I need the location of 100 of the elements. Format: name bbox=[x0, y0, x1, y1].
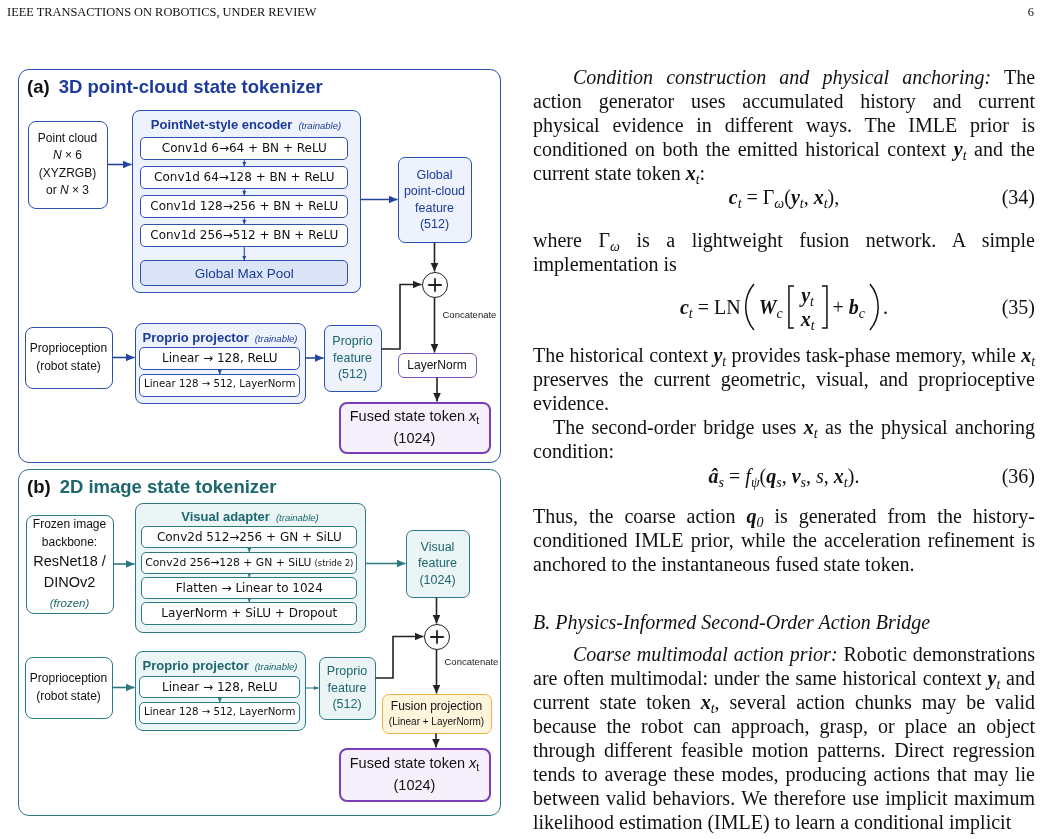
arrow bbox=[217, 369, 222, 375]
module-title: Visual adapter bbox=[181, 508, 270, 524]
arrow bbox=[247, 597, 252, 603]
output-token-box bbox=[338, 401, 491, 454]
circled-plus-symbol bbox=[423, 623, 450, 650]
panel-title: 3D point-cloud state tokenizer bbox=[58, 76, 323, 98]
equation-term: . bbox=[883, 295, 889, 319]
module-title: Proprio projector bbox=[142, 329, 249, 345]
layer-label: Conv1d 6→64 + BN + ReLU bbox=[161, 141, 327, 156]
paragraph: The second-order bridge uses x$_{t}$ as the physical anchoring condition: bbox=[533, 415, 1035, 463]
annotation-label: (trainable) bbox=[254, 332, 298, 344]
equation-term: y$_{t}$ bbox=[801, 283, 814, 307]
equation: c$_{t}$ = Γ$_{ω}$(y$_{t}$, x$_{t}$), bbox=[728, 185, 840, 209]
module-container bbox=[134, 650, 306, 731]
arrow bbox=[374, 632, 425, 679]
layer-box bbox=[140, 224, 349, 248]
layer-box bbox=[139, 347, 301, 371]
feature-label: Visual feature (1024) bbox=[417, 538, 458, 589]
projection-detail: (Linear + LayerNorm) bbox=[388, 714, 485, 729]
arrow bbox=[242, 217, 247, 225]
feature-box bbox=[397, 156, 472, 243]
arrow bbox=[304, 353, 325, 363]
running-header: IEEE TRANSACTIONS ON ROBOTICS, UNDER REVIEW bbox=[7, 4, 317, 20]
feature-label: Proprio feature (512) bbox=[331, 333, 374, 383]
panel-label: (b) bbox=[27, 476, 51, 498]
input-box bbox=[24, 326, 113, 389]
input-label: Frozen image backbone: bbox=[31, 516, 108, 551]
input-label: Point cloud N × 6 (XYZRGB) or N × 3 bbox=[36, 129, 99, 199]
section-heading: B. Physics-Informed Second-Order Action Bridge bbox=[533, 610, 931, 634]
arrow bbox=[111, 683, 136, 692]
module-title: PointNet-style encoder bbox=[150, 116, 293, 132]
layer-box bbox=[140, 137, 349, 161]
feature-box bbox=[405, 529, 470, 598]
arrow bbox=[380, 280, 423, 350]
panel bbox=[18, 469, 501, 816]
layer-box bbox=[139, 374, 301, 398]
panel bbox=[18, 69, 501, 463]
layer-label: Flatten → Linear to 1024 bbox=[175, 581, 323, 596]
feature-label: Global point-cloud feature (512) bbox=[402, 166, 467, 233]
arrow bbox=[217, 697, 222, 703]
layer-label: Linear → 128, ReLU bbox=[162, 351, 278, 366]
layer-box bbox=[141, 552, 358, 575]
annotation-label: (trainable) bbox=[298, 119, 342, 131]
arrow bbox=[111, 353, 136, 362]
circled-plus-symbol bbox=[421, 271, 448, 298]
arrow bbox=[247, 572, 252, 578]
status-label: (frozen) bbox=[48, 596, 91, 612]
equation: â$_{s}$ = f$_{ψ}$(q$_{s}$, v$_{s}$, s, x$_{t}$). bbox=[708, 464, 860, 488]
edge-label: Concatenate bbox=[441, 309, 498, 320]
equation-term: c$_{t}$ = LN bbox=[679, 295, 741, 319]
arrow bbox=[106, 160, 133, 169]
module-container bbox=[134, 502, 366, 633]
arrow bbox=[242, 246, 247, 261]
module-container bbox=[131, 109, 361, 293]
arrow bbox=[432, 596, 441, 625]
page-number: 6 bbox=[1027, 4, 1034, 20]
arrow bbox=[430, 296, 439, 354]
arrow bbox=[242, 188, 247, 196]
annotation-label: (trainable) bbox=[275, 511, 319, 523]
module-title: Proprio projector bbox=[142, 657, 249, 673]
arrow bbox=[432, 648, 441, 695]
arrow bbox=[359, 195, 399, 204]
equation-number: (34) bbox=[1001, 185, 1035, 209]
panel-title: 2D image state tokenizer bbox=[59, 476, 277, 498]
layer-label: Linear 128 → 512, LayerNorm bbox=[144, 706, 296, 718]
equation-number: (36) bbox=[1001, 464, 1035, 488]
arrow bbox=[430, 241, 439, 273]
input-label: Proprioception (robot state) bbox=[28, 670, 109, 705]
layer-box bbox=[141, 602, 358, 626]
projection-label: Fusion projection bbox=[390, 698, 483, 715]
pooling-box bbox=[140, 260, 349, 287]
input-box bbox=[25, 514, 114, 614]
arrow bbox=[432, 376, 442, 403]
feature-box bbox=[318, 656, 376, 720]
output-token-label: Fused state token x$_{t}$ (1024) bbox=[348, 407, 481, 448]
output-token-label: Fused state token x$_{t}$ (1024) bbox=[348, 754, 481, 795]
paragraph: The historical context y$_{t}$ provides task-phase memory, while x$_{t}$ preserves the current geometric, visual, and proprioceptive evidence. bbox=[533, 343, 1035, 415]
input-label: Proprioception (robot state) bbox=[28, 340, 109, 375]
layer-label: Conv2d 256→128 + GN + SiLU bbox=[145, 556, 312, 570]
arrow bbox=[364, 559, 407, 568]
arrow bbox=[247, 547, 252, 553]
layer-box bbox=[141, 526, 358, 549]
output-token-box bbox=[338, 747, 491, 802]
feature-box bbox=[323, 324, 382, 392]
input-box bbox=[24, 656, 113, 719]
layer-label: Linear → 128, ReLU bbox=[162, 680, 278, 695]
paragraph: where Γ$_{ω}$ is a lightweight fusion network. A simple implementation is bbox=[533, 228, 1035, 276]
module-container bbox=[134, 322, 306, 404]
layer-box bbox=[140, 166, 349, 190]
arrow bbox=[431, 732, 441, 749]
equation-term: W$_{c}$ bbox=[758, 295, 783, 319]
layer-label: Conv1d 128→256 + BN + ReLU bbox=[150, 199, 339, 214]
arrow bbox=[242, 159, 247, 167]
panel-label: (a) bbox=[27, 76, 50, 98]
projection-box bbox=[381, 693, 492, 734]
layer-norm-label: LayerNorm bbox=[407, 358, 467, 372]
layer-label: Global Max Pool bbox=[194, 265, 294, 281]
input-box bbox=[27, 120, 108, 209]
layer-box bbox=[139, 702, 301, 725]
layer-label: Conv1d 64→128 + BN + ReLU bbox=[154, 170, 335, 185]
